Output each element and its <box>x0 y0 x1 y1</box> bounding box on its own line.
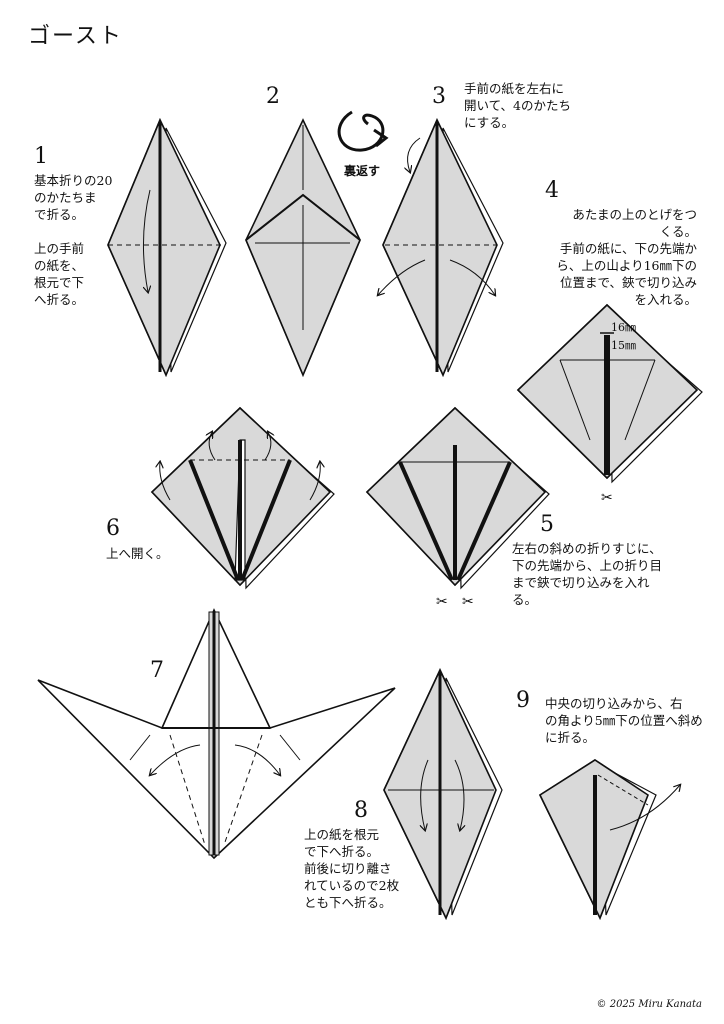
step4-figure: ✂ <box>516 303 703 506</box>
step-4-number: 4 <box>545 178 559 203</box>
svg-text:✂: ✂ <box>462 594 474 610</box>
step1-figure <box>107 118 227 378</box>
step-2-number: 2 <box>266 84 280 109</box>
step-9-number: 9 <box>516 688 530 713</box>
step-6-text: 上へ開く。 <box>106 546 169 561</box>
step2-figure <box>245 118 361 378</box>
step6-figure <box>150 406 335 590</box>
step-6-number: 6 <box>106 516 120 541</box>
step-4-text: あたまの上のとげをつ くる。 手前の紙に、下の先端か ら、上の山より16㎜下の … <box>556 207 697 307</box>
step-8-number: 8 <box>354 798 368 823</box>
step-3-text: 手前の紙を左右に 開いて、4のかたち にする。 <box>464 81 571 130</box>
step3-figure <box>378 118 504 377</box>
step-5-text: 左右の斜めの折りすじに、 下の先端から、上の折り目 まで鋏で切り込みを入れ る。 <box>512 541 663 607</box>
step5-figure: ✂ ✂ <box>365 406 550 610</box>
step-1-number: 1 <box>34 144 48 169</box>
svg-text:✂: ✂ <box>601 490 613 506</box>
step8-figure <box>383 668 503 920</box>
flip-arrow-icon <box>337 110 389 152</box>
step-7-number: 7 <box>150 658 164 683</box>
step-3-number: 3 <box>432 84 446 109</box>
step9-figure <box>538 759 680 920</box>
step-1-text: 基本折りの20 のかたちま で折る。 上の手前 の紙を、 根元で下 へ折る。 <box>34 173 113 307</box>
svg-text:✂: ✂ <box>436 594 448 610</box>
copyright: © 2025 Miru Kanata <box>596 999 702 1010</box>
flip-label: 裏返す <box>344 164 381 178</box>
measure-15mm: 15㎜ <box>611 339 636 352</box>
step-5-number: 5 <box>540 512 554 537</box>
step-9-text: 中央の切り込みから、右 の角より5㎜下の位置へ斜め に折る。 <box>545 696 703 745</box>
measure-16mm: 16㎜ <box>611 321 636 334</box>
page-title: ゴースト <box>28 24 123 49</box>
step-8-text: 上の紙を根元 で下へ折る。 前後に切り離さ れているので2枚 とも下へ折る。 <box>304 827 400 910</box>
step7-figure <box>37 608 396 860</box>
